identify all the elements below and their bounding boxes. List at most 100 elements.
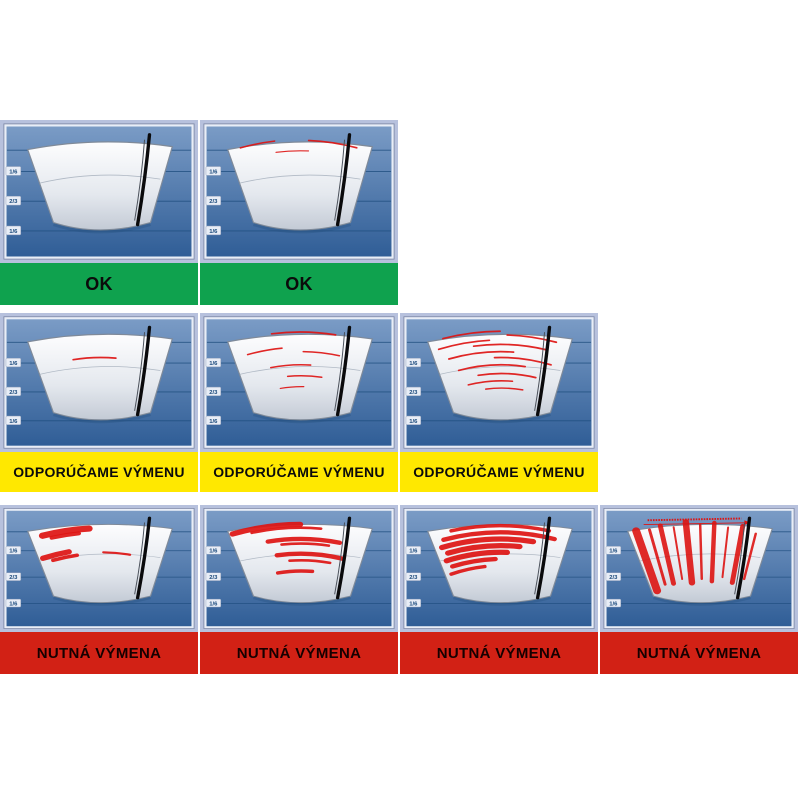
scale-tag: 1/6 <box>5 415 22 425</box>
scale-tag-label: 2/3 <box>209 199 218 205</box>
scale-tag: 1/6 <box>5 546 22 555</box>
wear-streaks <box>72 356 117 361</box>
scale-tag: 1/6 <box>205 546 222 555</box>
scale-tag: 2/3 <box>5 572 22 581</box>
scale-tag: 2/3 <box>405 572 422 581</box>
scale-tag: 1/6 <box>405 358 422 368</box>
status-label-required: NUTNÁ VÝMENA <box>400 632 598 674</box>
scale-tag-label: 1/6 <box>409 361 418 367</box>
wiper-blade-icon <box>534 516 552 600</box>
scale-tag: 1/6 <box>205 415 222 425</box>
scale-tag-label: 1/6 <box>209 229 218 235</box>
wear-streaks <box>437 330 558 391</box>
scale-tag-label: 2/3 <box>609 575 617 581</box>
wiper-panel: 1/6 2/3 1/6 <box>200 313 398 452</box>
wiper-panel: 1/6 2/3 1/6 <box>400 313 598 452</box>
scale-tag: 1/6 <box>5 358 22 368</box>
scale-tag-label: 1/6 <box>9 361 18 367</box>
wiper-panel: 1/6 2/3 1/6 <box>0 505 198 632</box>
scale-tag: 1/6 <box>405 546 422 555</box>
scale-tag: 1/6 <box>605 598 622 608</box>
scale-tag: 2/3 <box>5 386 22 396</box>
scale-tag: 1/6 <box>5 166 22 176</box>
scale-tag: 1/6 <box>405 415 422 425</box>
windshield <box>226 141 374 231</box>
scale-tag-label: 1/6 <box>9 229 18 235</box>
scale-tag: 2/3 <box>205 195 222 206</box>
status-label-recommend: ODPORÚČAME VÝMENU <box>0 452 198 492</box>
scale-tag-label: 2/3 <box>409 575 417 581</box>
wiper-panel: 1/6 2/3 1/6 <box>0 313 198 452</box>
scale-tag: 2/3 <box>205 386 222 396</box>
scale-tag-label: 1/6 <box>409 549 417 555</box>
status-label-ok: OK <box>0 263 198 305</box>
scale-tag-label: 2/3 <box>9 575 17 581</box>
wear-streaks <box>439 523 557 576</box>
scale-tag: 1/6 <box>605 546 622 555</box>
scale-tag-label: 1/6 <box>209 549 217 555</box>
wiper-blade-icon <box>134 325 152 417</box>
scale-tag: 1/6 <box>405 598 422 608</box>
wear-streaks <box>38 525 132 563</box>
illegible-red-text <box>647 517 742 522</box>
scale-tag: 2/3 <box>405 386 422 396</box>
windshield <box>26 141 174 231</box>
windshield <box>26 523 174 604</box>
scale-tag: 1/6 <box>5 598 22 608</box>
wiper-panel: 1/6 2/3 1/6 <box>200 120 398 263</box>
scale-tag-label: 1/6 <box>209 169 218 175</box>
scale-tag: 1/6 <box>205 225 222 236</box>
wiper-blade-icon <box>734 516 752 600</box>
scale-tag-label: 1/6 <box>209 602 217 608</box>
scale-tag-label: 1/6 <box>9 419 18 425</box>
wiper-blade-icon <box>334 133 352 227</box>
wear-streaks <box>229 521 346 575</box>
status-label-required: NUTNÁ VÝMENA <box>600 632 798 674</box>
wear-streaks <box>246 331 341 390</box>
status-label-ok: OK <box>200 263 398 305</box>
scale-tag: 1/6 <box>205 598 222 608</box>
scale-tag: 2/3 <box>5 195 22 206</box>
scale-tag: 1/6 <box>205 166 222 176</box>
wiper-panel: 1/6 2/3 1/6 <box>400 505 598 632</box>
wiper-panel: 1/6 2/3 1/6 <box>200 505 398 632</box>
wiper-panel: 1/6 2/3 1/6 <box>0 120 198 263</box>
status-label-recommend: ODPORÚČAME VÝMENU <box>400 452 598 492</box>
wiper-panel: 1/6 2/3 1/6 <box>600 505 798 632</box>
wiper-blade-icon <box>334 325 352 417</box>
windshield <box>26 333 174 421</box>
scale-tag-label: 1/6 <box>209 419 218 425</box>
scale-tag-label: 1/6 <box>9 549 17 555</box>
scale-tag: 1/6 <box>205 358 222 368</box>
scale-tag: 2/3 <box>605 572 622 581</box>
scale-tag: 2/3 <box>205 572 222 581</box>
scale-tag-label: 1/6 <box>209 361 218 367</box>
scale-tag-label: 2/3 <box>209 575 217 581</box>
wear-streaks <box>239 139 358 153</box>
scale-tag-label: 2/3 <box>9 199 18 205</box>
wiper-blade-icon <box>334 516 352 600</box>
scale-tag-label: 2/3 <box>409 390 418 396</box>
status-label-recommend: ODPORÚČAME VÝMENU <box>200 452 398 492</box>
scale-tag-label: 1/6 <box>609 549 617 555</box>
wiper-blade-icon <box>534 325 552 417</box>
scale-tag: 1/6 <box>5 225 22 236</box>
scale-tag-label: 1/6 <box>409 602 417 608</box>
wiper-blade-icon <box>134 516 152 600</box>
scale-tag-label: 2/3 <box>9 390 18 396</box>
scale-tag-label: 1/6 <box>9 169 18 175</box>
scale-tag-label: 1/6 <box>9 602 17 608</box>
